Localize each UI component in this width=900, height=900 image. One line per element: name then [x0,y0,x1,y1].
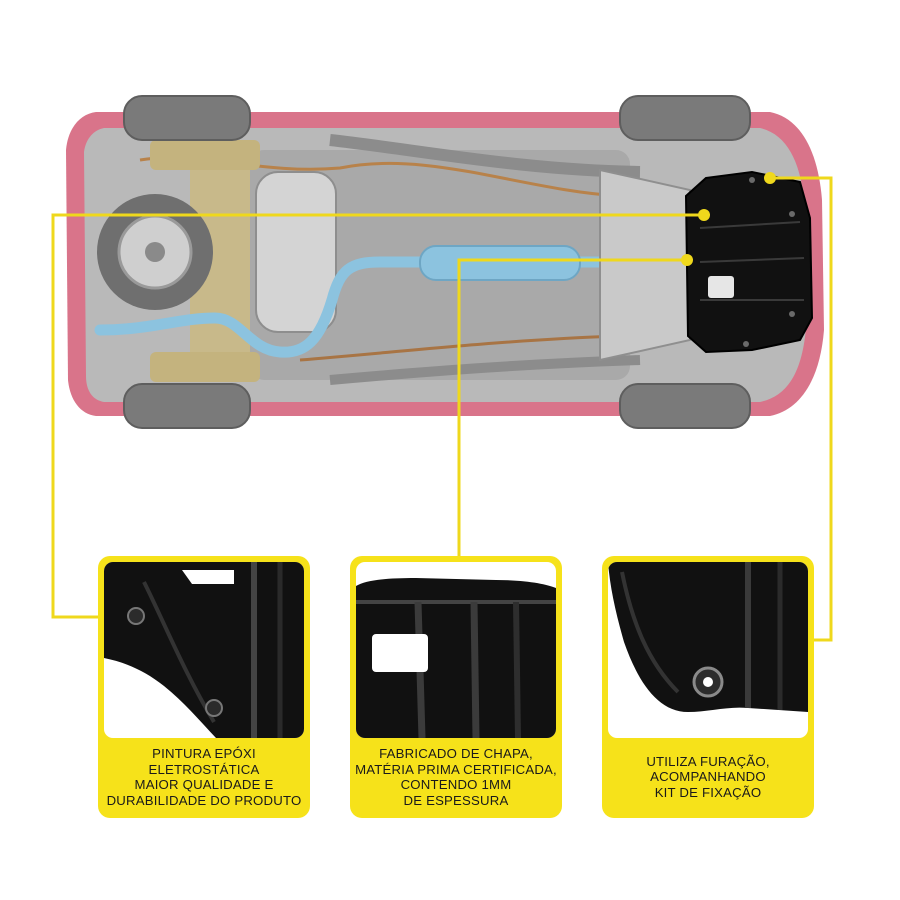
wheel-front-left [619,95,751,141]
caption-line: CONTENDO 1MM [400,777,512,792]
feature-card-material: FABRICADO DE CHAPA, MATÉRIA PRIMA CERTIF… [350,556,562,818]
skid-plate-rib-2 [699,257,805,263]
card-caption-epoxy: PINTURA EPÓXI ELETROSTÁTICA MAIOR QUALID… [102,740,306,814]
rear-suspension-top [150,140,260,170]
caption-line: MAIOR QUALIDADE E [134,777,274,792]
front-subframe [599,168,691,362]
card-photo-material [356,562,556,738]
wheel-rear-right [123,383,251,429]
card-caption-mounting: UTILIZA FURAÇÃO, ACOMPANHANDO KIT DE FIX… [606,740,810,814]
car-underbody-illustration [66,95,824,429]
caption-line: FABRICADO DE CHAPA, [379,746,533,761]
chassis-rail-bottom [329,355,641,385]
callout-line-2 [457,258,687,556]
wheel-front-right [619,383,751,429]
caption-line: ACOMPANHANDO [650,769,766,785]
card-photo-mounting [608,562,808,738]
caption-line: DURABILIDADE DO PRODUTO [106,792,302,808]
fuel-tank [255,171,337,333]
callout-dot-2 [681,254,693,266]
spare-wheel-hub [145,242,165,262]
skid-plate-bolt [743,341,749,347]
callout-dot-3 [764,172,776,184]
skid-plate-rib-1 [699,221,801,229]
feature-card-epoxy: PINTURA EPÓXI ELETROSTÁTICA MAIOR QUALID… [98,556,310,818]
mounting-hole-icon [205,699,223,717]
caption-line: UTILIZA FURAÇÃO, [646,753,770,769]
plate-closeup-cutout [356,578,556,738]
wheel-rear-left [123,95,251,141]
mounting-hole-center-icon [703,677,713,687]
caption-line: DE ESPESSURA [403,792,509,808]
chassis-rail-top [329,134,641,178]
plate-closeup-hole [608,562,808,712]
plate-closeup-corner [104,562,304,738]
caption-line: KIT DE FIXAÇÃO [654,784,762,800]
caption-line: ELETROSTÁTICA [148,761,260,777]
mounting-hole-icon [127,607,145,625]
caption-line: PINTURA EPÓXI [152,746,256,761]
skid-plate-bolt [789,311,795,317]
card-photo-epoxy [104,562,304,738]
caption-line: MATÉRIA PRIMA CERTIFICADA, [355,761,557,777]
callout-dot-1 [698,209,710,221]
rear-suspension-bottom [150,352,260,382]
card-caption-material: FABRICADO DE CHAPA, MATÉRIA PRIMA CERTIF… [354,740,558,814]
callout-line-1 [51,213,704,619]
brake-lines-lower [299,334,621,362]
feature-card-mounting: UTILIZA FURAÇÃO, ACOMPANHANDO KIT DE FIX… [602,556,814,818]
skid-plate-cutout [708,276,734,298]
skid-plate-bolt [789,211,795,217]
callout-line-3 [770,176,833,642]
plate-cutout [372,634,428,672]
skid-plate-bolt [749,177,755,183]
